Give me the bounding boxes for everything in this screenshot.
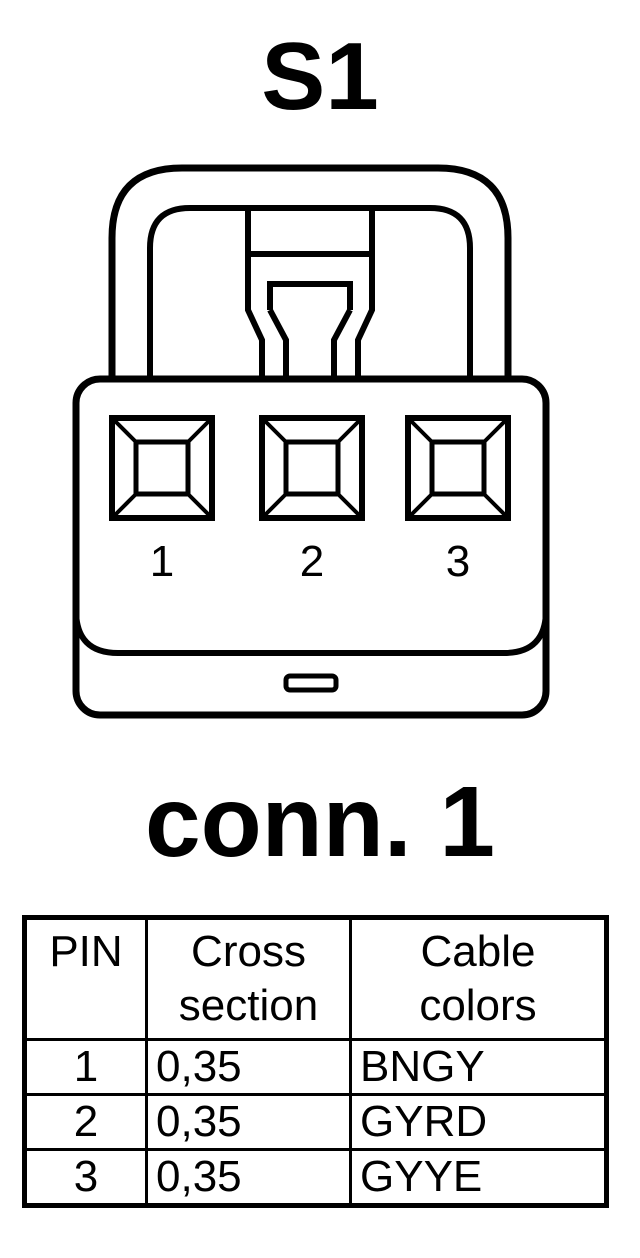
cell-cross-section: 0,35 [145, 1093, 352, 1151]
housing-face [73, 609, 549, 656]
lock-tab [245, 210, 375, 382]
table-row: 1 0,35 BNGY [23, 1038, 608, 1096]
connector-title: S1 [261, 23, 379, 130]
connector-drawing: 1 2 3 [72, 164, 550, 719]
connector-label: conn. 1 [144, 766, 496, 878]
pin-label-3: 3 [446, 537, 470, 586]
header-pin: PIN [23, 916, 148, 1041]
header-cross-section: Cross section [145, 916, 352, 1041]
pin-table: PIN Cross section Cable colors 1 0,35 BN… [22, 915, 609, 1208]
pin-label-1: 1 [150, 537, 174, 586]
header-pin-label: PIN [49, 927, 123, 976]
pin-cavity-1 [109, 415, 215, 521]
header-cross-line1: Cross [191, 927, 306, 976]
housing-body [72, 375, 550, 719]
table-row: 3 0,35 GYYE [23, 1148, 608, 1207]
pin-cavity-3 [405, 415, 511, 521]
cell-cable-color: GYRD [349, 1093, 608, 1151]
cell-pin: 3 [23, 1148, 148, 1207]
table-header-row: PIN Cross section Cable colors [23, 916, 608, 1041]
cell-cable-color: BNGY [349, 1038, 608, 1096]
pin-cavity-2 [259, 415, 365, 521]
header-cross-line2: section [178, 981, 319, 1030]
cell-cross-section: 0,35 [145, 1038, 352, 1096]
latch-inner [147, 205, 473, 382]
latch-outer [108, 164, 512, 382]
cell-pin: 2 [23, 1093, 148, 1151]
pin-label-2: 2 [300, 537, 324, 586]
cell-pin: 1 [23, 1038, 148, 1096]
table-row: 2 0,35 GYRD [23, 1093, 608, 1151]
header-color-line2: colors [419, 981, 537, 1030]
key-slot [283, 673, 339, 693]
header-color-line1: Cable [420, 927, 536, 976]
header-cable-colors: Cable colors [349, 916, 608, 1041]
lock-tab-inner [267, 281, 353, 382]
cell-cable-color: GYYE [349, 1148, 608, 1207]
cell-cross-section: 0,35 [145, 1148, 352, 1207]
